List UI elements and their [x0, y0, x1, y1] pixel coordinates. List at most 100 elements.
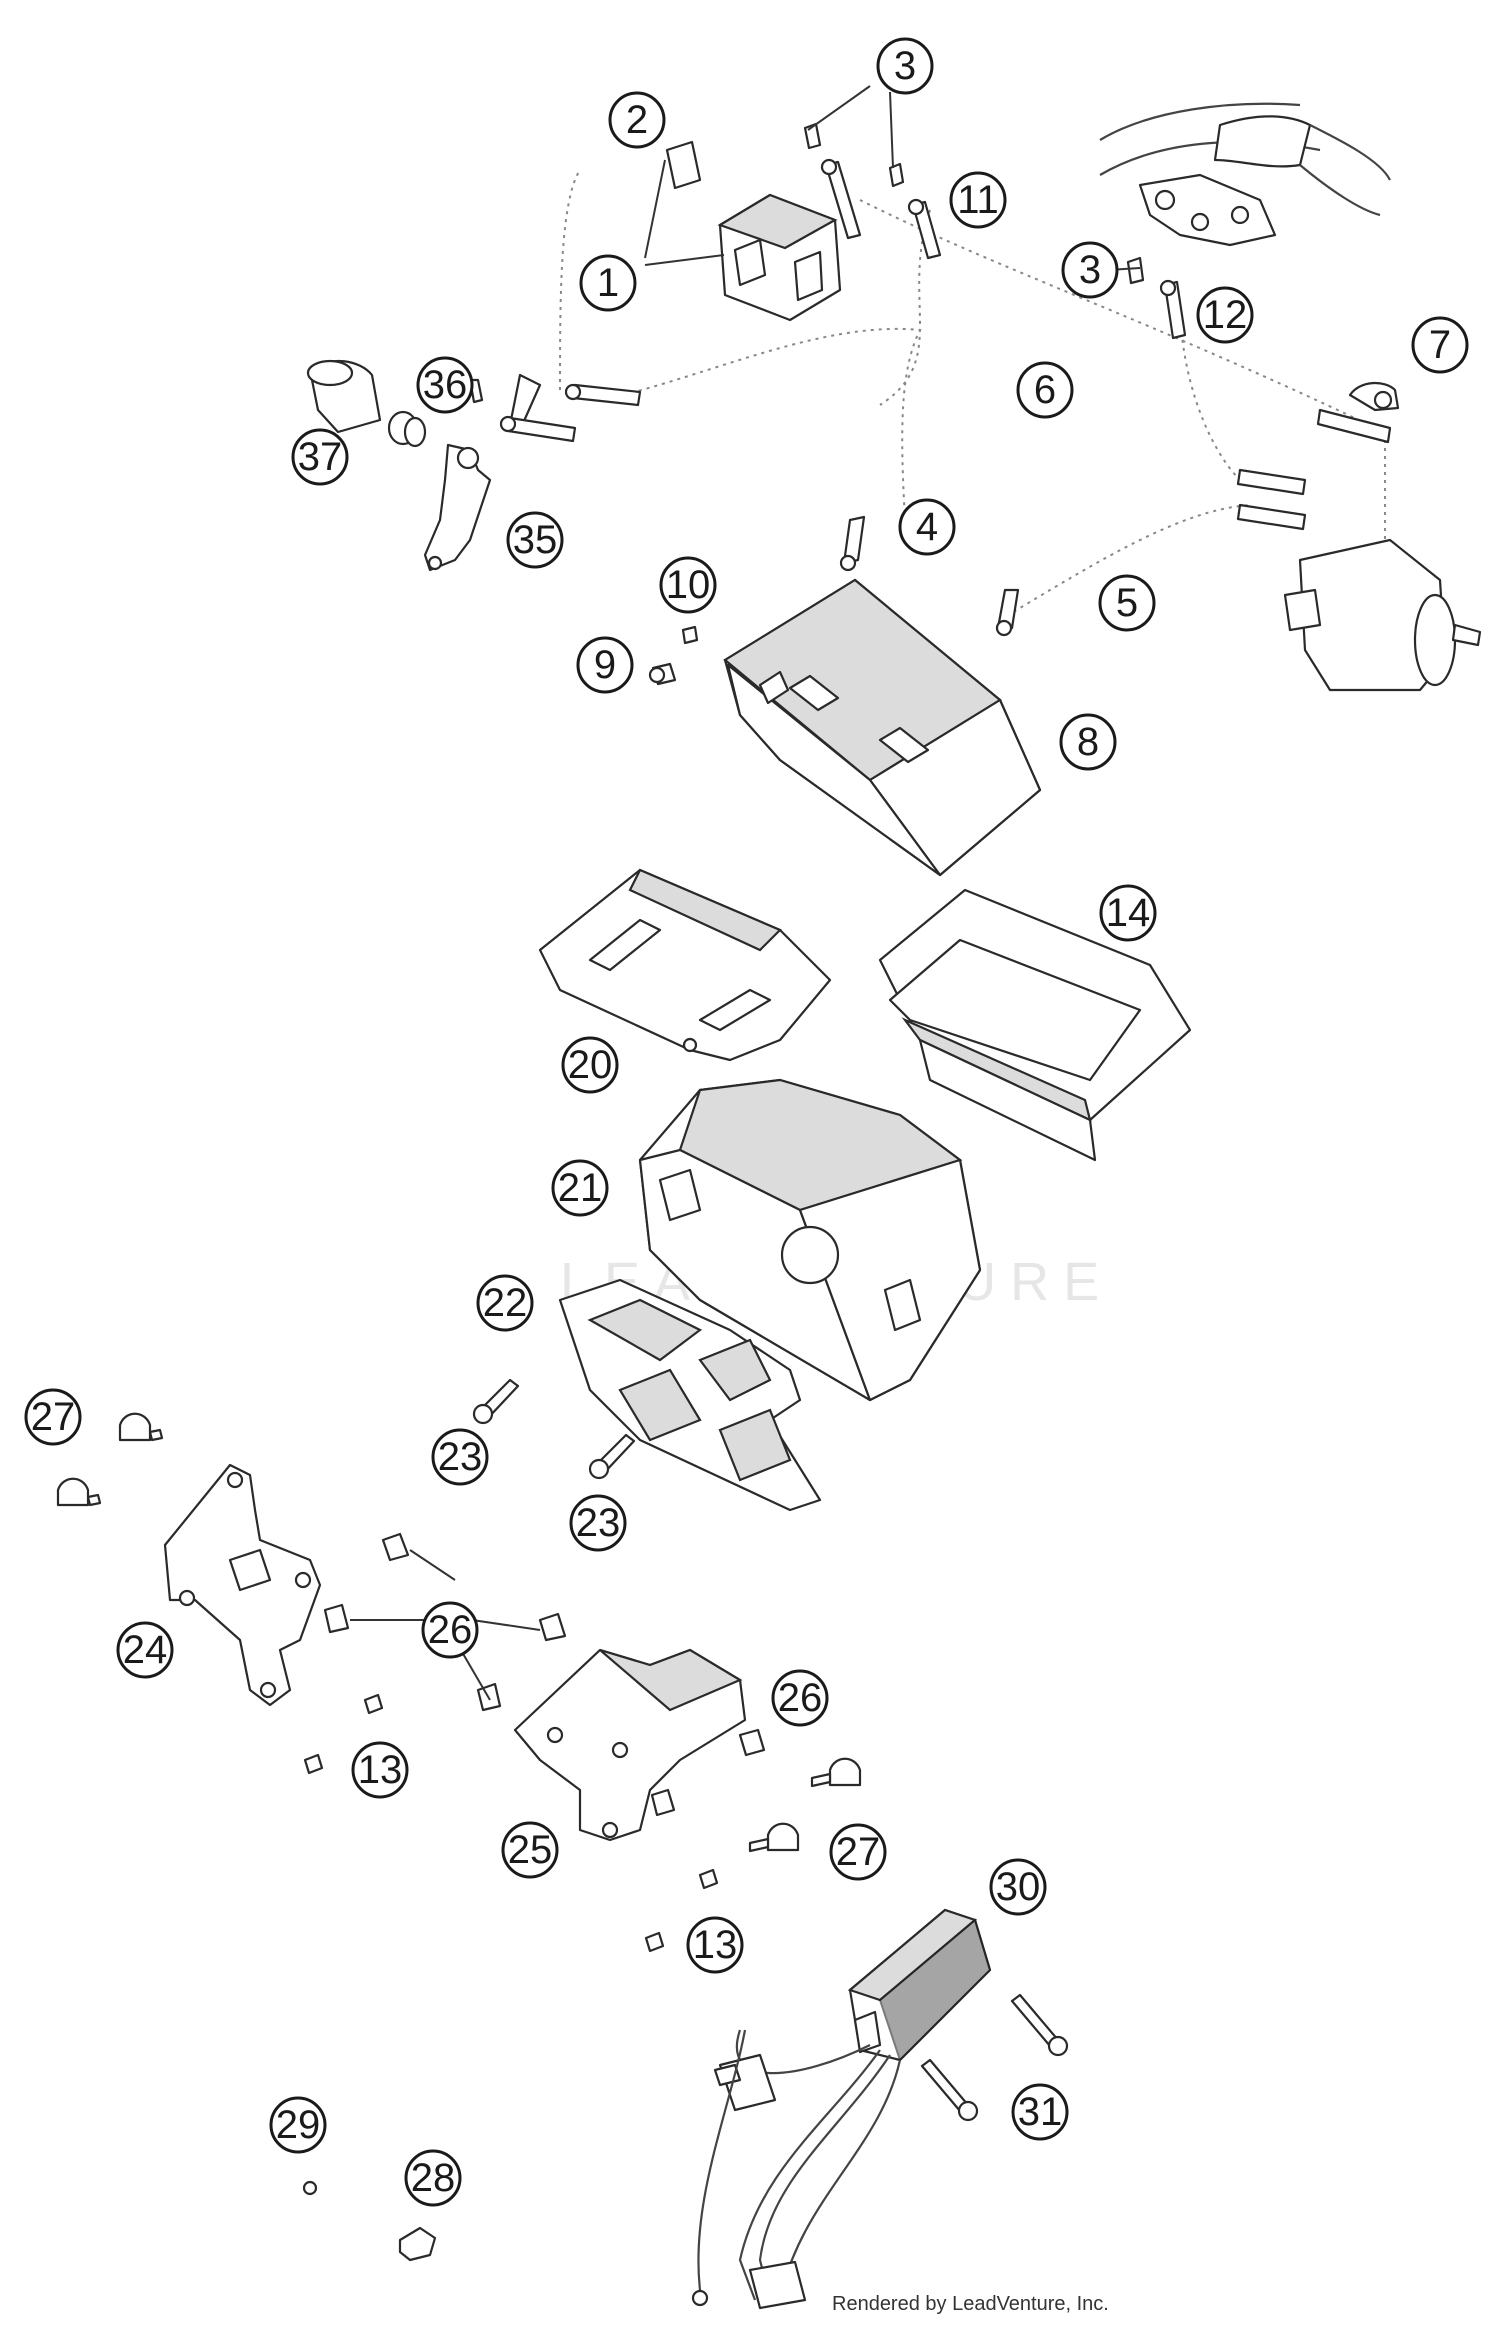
callout-23-upper: 23: [431, 1428, 489, 1486]
part-5-cable-end: [995, 588, 1020, 637]
part-2-cover: [665, 140, 702, 190]
callout-35: 35: [506, 511, 564, 569]
svg-text:4: 4: [916, 505, 938, 549]
callout-3-right: 3: [1061, 241, 1119, 299]
svg-text:29: 29: [276, 2103, 321, 2147]
callout-29: 29: [269, 2096, 327, 2154]
handlebar-area: [1099, 102, 1391, 247]
callout-27-right: 27: [829, 1823, 887, 1881]
part-36-grommet: [387, 410, 427, 448]
callout-31: 31: [1011, 2083, 1069, 2141]
part-7-cap: [1348, 382, 1400, 412]
part-4-cable-end: [839, 515, 866, 572]
part-37-rubber-cap: [306, 359, 382, 434]
part-1-starter-relay: [717, 193, 842, 322]
callout-13-right: 13: [686, 1916, 744, 1974]
callout-7: 7: [1411, 316, 1469, 374]
svg-text:7: 7: [1429, 323, 1451, 367]
part-12-cable: [1159, 279, 1187, 340]
battery-cables: [499, 383, 642, 443]
callout-10: 10: [659, 556, 717, 614]
part-22-base-plate: [558, 1278, 822, 1512]
svg-text:3: 3: [894, 44, 916, 88]
render-credit: Rendered by LeadVenture, Inc.: [832, 2293, 1109, 2315]
svg-text:23: 23: [576, 1501, 621, 1545]
svg-text:22: 22: [483, 1281, 528, 1325]
svg-text:35: 35: [513, 518, 558, 562]
part-9-screw: [648, 662, 677, 686]
callout-6: 6: [1016, 361, 1074, 419]
svg-text:28: 28: [411, 2156, 456, 2200]
callout-2: 2: [608, 91, 666, 149]
callout-21: 21: [551, 1159, 609, 1217]
regulator-harness: [691, 2029, 902, 2310]
part-23-screws: [472, 1378, 636, 1480]
svg-text:20: 20: [568, 1043, 613, 1087]
svg-text:1: 1: [597, 261, 619, 305]
callout-14: 14: [1099, 884, 1157, 942]
callout-4: 4: [898, 498, 956, 556]
svg-text:12: 12: [1203, 293, 1248, 337]
part-24-bracket: [163, 1463, 322, 1707]
callout-36: 36: [416, 356, 474, 414]
svg-text:30: 30: [996, 1865, 1041, 1909]
callout-13-left: 13: [351, 1741, 409, 1799]
part-28-clip: [398, 2226, 437, 2262]
callout-8: 8: [1059, 713, 1117, 771]
svg-text:2: 2: [626, 98, 648, 142]
part-29-nut: [302, 2180, 318, 2196]
svg-text:6: 6: [1034, 368, 1056, 412]
svg-text:23: 23: [438, 1435, 483, 1479]
callout-5: 5: [1098, 574, 1156, 632]
part-8-battery: [723, 578, 1042, 877]
svg-text:25: 25: [508, 1828, 553, 1872]
callout-37: 37: [291, 428, 349, 486]
callout-28: 28: [404, 2149, 462, 2207]
svg-text:10: 10: [666, 563, 711, 607]
svg-text:9: 9: [594, 643, 616, 687]
svg-text:37: 37: [298, 435, 343, 479]
svg-text:31: 31: [1018, 2090, 1063, 2134]
svg-text:36: 36: [423, 363, 468, 407]
part-26-clips-right: [650, 1728, 766, 1817]
callout-20: 20: [561, 1036, 619, 1094]
callout-22: 22: [476, 1274, 534, 1332]
callout-11: 11: [949, 171, 1007, 229]
part-35-bracket: [423, 373, 542, 572]
callout-27-left: 27: [24, 1388, 82, 1446]
callout-25: 25: [501, 1821, 559, 1879]
callouts: 1 2 3 3 11 12 7 6 36 37 35 4 5 10 9 8 14…: [24, 37, 1469, 2207]
callout-1: 1: [579, 254, 637, 312]
part-25-bracket: [513, 1648, 747, 1842]
part-3-bolts: [803, 122, 1145, 285]
part-14-battery-pad: [878, 888, 1192, 1162]
svg-text:21: 21: [558, 1166, 603, 1210]
part-30-regulator: [847, 1908, 992, 2062]
svg-text:27: 27: [836, 1830, 881, 1874]
callout-3-top: 3: [876, 37, 934, 95]
svg-text:11: 11: [957, 178, 999, 222]
svg-text:13: 13: [693, 1923, 738, 1967]
svg-text:26: 26: [778, 1676, 823, 1720]
part-21-battery-box: [638, 1078, 982, 1402]
part-20-battery-cover: [538, 868, 832, 1062]
callout-26-right: 26: [771, 1669, 829, 1727]
svg-text:3: 3: [1079, 248, 1101, 292]
callout-24: 24: [116, 1621, 174, 1679]
callout-30: 30: [989, 1858, 1047, 1916]
part-31-screws: [920, 1993, 1069, 2122]
part-6-cable: [1236, 408, 1392, 531]
callout-23-lower: 23: [569, 1494, 627, 1552]
svg-text:27: 27: [31, 1395, 76, 1439]
svg-text:5: 5: [1116, 581, 1138, 625]
svg-text:13: 13: [358, 1748, 403, 1792]
part-27-screws-left: [56, 1412, 164, 1507]
svg-text:8: 8: [1077, 720, 1099, 764]
callout-26-left: 26: [421, 1601, 479, 1659]
callout-9: 9: [576, 636, 634, 694]
svg-text:26: 26: [428, 1608, 473, 1652]
part-10-nut: [681, 625, 699, 645]
part-11-cable: [820, 158, 942, 260]
starter-motor: [1283, 538, 1482, 692]
